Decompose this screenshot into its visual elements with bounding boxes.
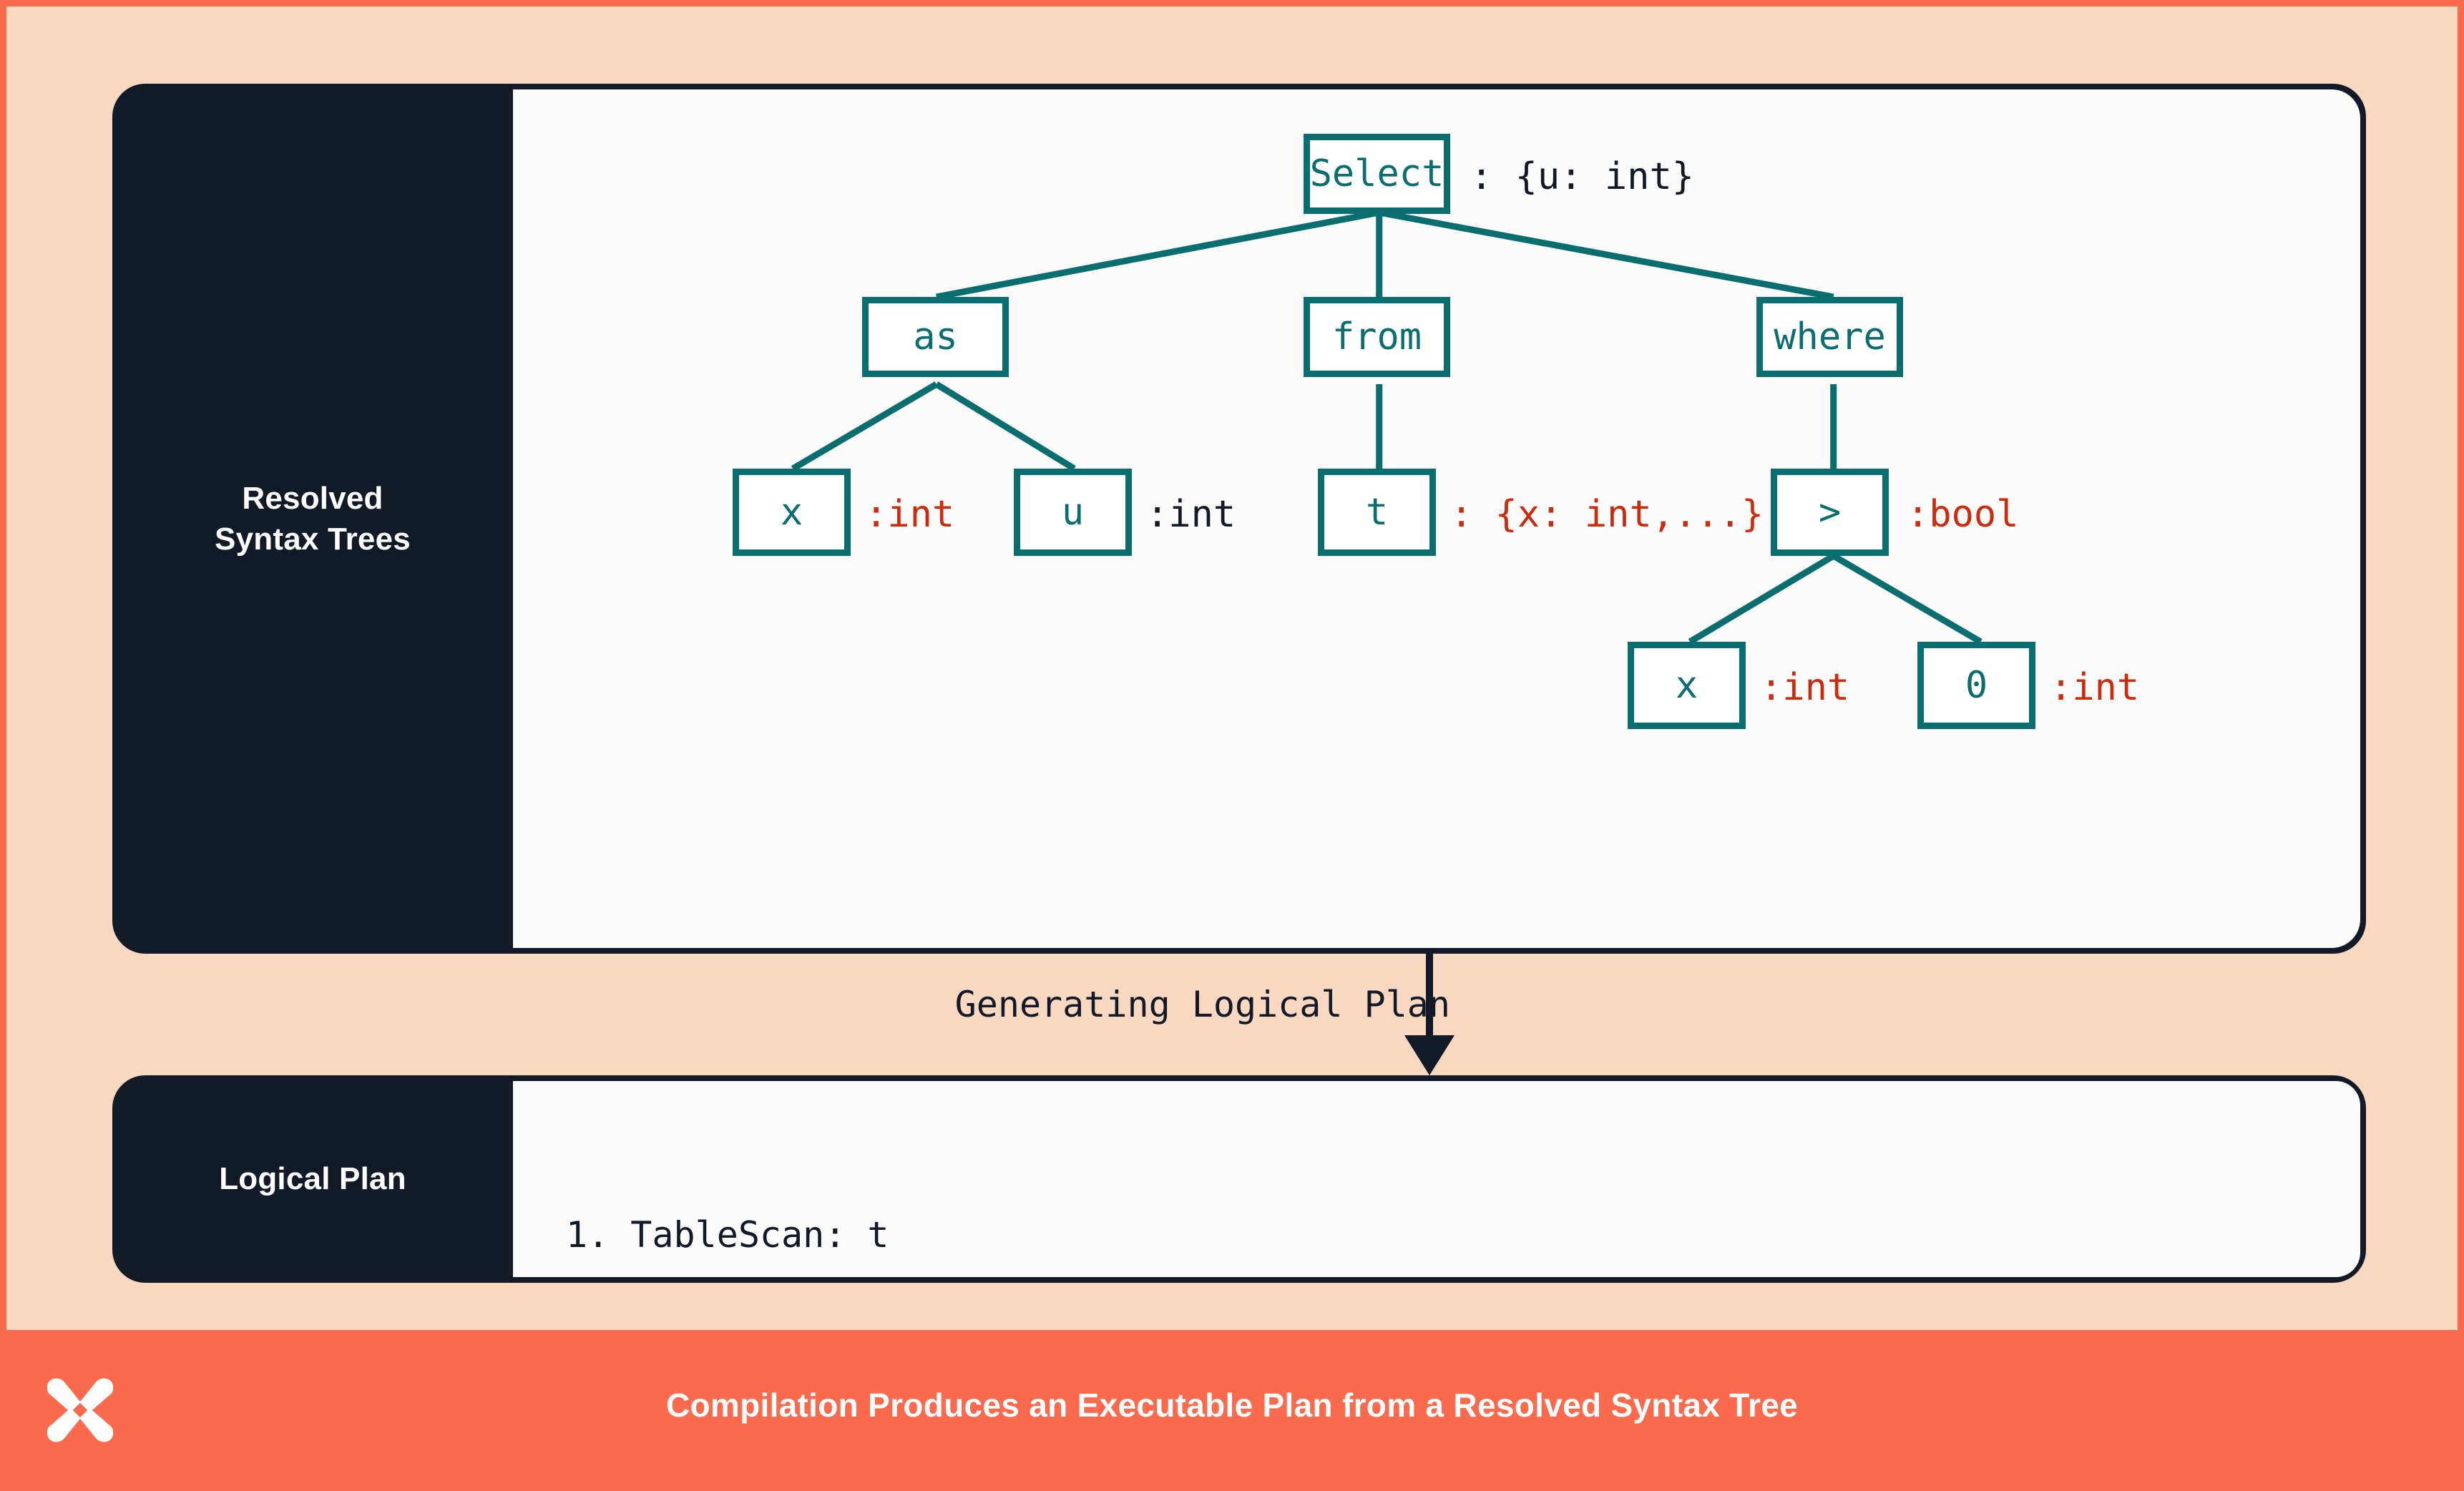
transition-group: Generating Logical Plan xyxy=(112,954,2366,1075)
tree-annotation-from-t: : {x: int,...} xyxy=(1450,493,1764,536)
tree-node-select[interactable]: Select xyxy=(1304,134,1450,214)
tree-node-as-u[interactable]: u xyxy=(1014,469,1132,556)
panel-plan-body: 1. TableScan: t 2. Filter: t.x > 0 3. Pr… xyxy=(513,1081,2360,1277)
tree-annotation-select: : {u: int} xyxy=(1470,155,1695,198)
panel-ast-body: Select : {u: int} as from where x :int u… xyxy=(513,89,2360,948)
tree-node-gt[interactable]: > xyxy=(1771,469,1889,556)
tree-node-as-x[interactable]: x xyxy=(733,469,851,556)
tree-annotation-as-u: :int xyxy=(1146,493,1236,536)
panel-ast-label-line2: Syntax Trees xyxy=(215,522,411,557)
logical-plan-steps: 1. TableScan: t 2. Filter: t.x > 0 3. Pr… xyxy=(566,1108,1061,1283)
tree-node-where[interactable]: where xyxy=(1756,297,1903,377)
tree-node-from-t[interactable]: t xyxy=(1318,469,1436,556)
tree-edges xyxy=(791,209,1983,645)
tree-node-from[interactable]: from xyxy=(1304,297,1450,377)
transition-arrow-shaft xyxy=(1426,954,1433,1040)
transition-arrow-head-icon xyxy=(1404,1035,1455,1075)
panel-ast-label-line1: Resolved xyxy=(242,480,383,516)
panel-ast-label: Resolved Syntax Trees xyxy=(112,84,513,954)
tree-annotation-as-x: :int xyxy=(865,493,955,536)
footer-bar: Compilation Produces an Executable Plan … xyxy=(0,1330,2464,1491)
panel-resolved-syntax-trees: Resolved Syntax Trees xyxy=(112,84,2366,954)
butterfly-x-logo-icon xyxy=(47,1378,114,1442)
diagram-canvas: Resolved Syntax Trees xyxy=(6,6,2458,1330)
tree-annotation-gt: :bool xyxy=(1907,493,2019,536)
footer-caption: Compilation Produces an Executable Plan … xyxy=(665,1387,1799,1424)
transition-label: Generating Logical Plan xyxy=(954,984,1450,1025)
tree-annotation-gt-zero: :int xyxy=(2050,666,2140,709)
tree-node-as[interactable]: as xyxy=(862,297,1009,377)
tree-node-gt-zero[interactable]: 0 xyxy=(1917,642,2035,729)
panel-plan-label: Logical Plan xyxy=(219,1161,406,1197)
tree-node-gt-x[interactable]: x xyxy=(1628,642,1746,729)
list-item: 1. TableScan: t xyxy=(566,1214,889,1256)
panel-logical-plan: Logical Plan 1. TableScan: t 2. Filter: … xyxy=(112,1075,2366,1283)
tree-annotation-gt-x: :int xyxy=(1760,666,1850,709)
